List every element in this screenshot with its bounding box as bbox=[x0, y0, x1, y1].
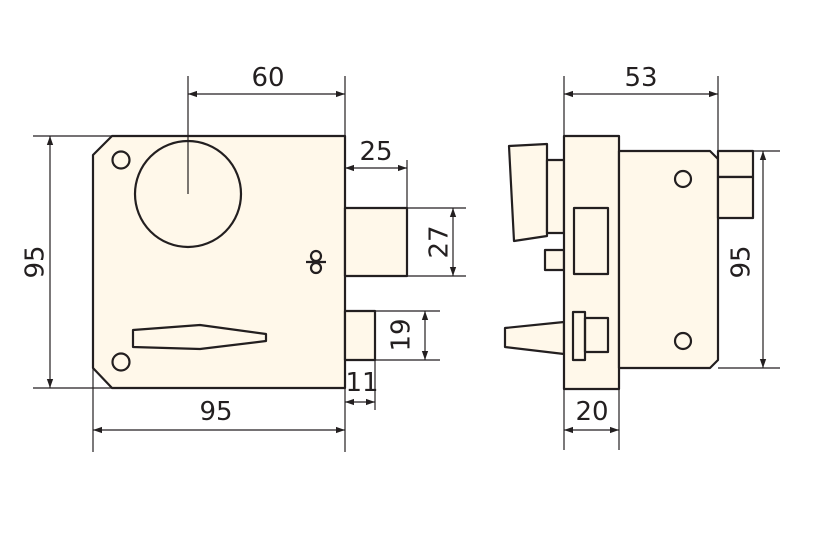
side-knob bbox=[507, 142, 549, 243]
side-hole-top bbox=[673, 169, 693, 189]
dim-front-latch-projection: 11 bbox=[344, 360, 379, 452]
dim-front-bolt-projection: 25 bbox=[345, 137, 408, 208]
dim-front-top-width: 60 bbox=[187, 63, 346, 194]
dim-side-base-depth: 20 bbox=[563, 368, 620, 450]
dim-front-latch-height: 19 bbox=[375, 310, 440, 361]
dim-side-depth: 53 bbox=[563, 63, 719, 151]
side-bolt-slot bbox=[572, 206, 610, 276]
dim-side-height: 95 bbox=[718, 150, 780, 369]
side-hole-bottom bbox=[673, 331, 693, 351]
handle-lever bbox=[131, 323, 268, 351]
latch bbox=[343, 309, 377, 362]
dim-front-latch-height-label: 19 bbox=[387, 318, 417, 351]
side-strike-upper bbox=[716, 149, 755, 179]
dim-side-depth-label: 53 bbox=[624, 63, 657, 93]
dim-side-base-depth-label: 20 bbox=[575, 397, 608, 427]
keyhole-icon bbox=[306, 249, 326, 275]
dim-front-width-label: 95 bbox=[199, 397, 232, 427]
dim-front-bolt-height-label: 27 bbox=[425, 225, 455, 258]
dim-front-bolt-height: 27 bbox=[407, 207, 466, 277]
dim-front-latch-projection-label: 11 bbox=[345, 368, 378, 398]
side-latch-mechanism bbox=[571, 310, 610, 362]
side-strike-lower bbox=[716, 175, 755, 220]
mounting-hole-top bbox=[111, 150, 131, 170]
side-knob-stem bbox=[545, 158, 566, 235]
dim-front-width: 95 bbox=[92, 368, 345, 452]
dim-front-height-label: 95 bbox=[21, 245, 51, 278]
deadbolt bbox=[343, 206, 409, 278]
dim-front-top-width-label: 60 bbox=[251, 63, 284, 93]
side-view: 53 95 20 bbox=[503, 63, 780, 450]
side-handle bbox=[503, 320, 566, 356]
side-case bbox=[617, 149, 720, 370]
mounting-hole-bottom bbox=[111, 352, 131, 372]
dim-side-height-label: 95 bbox=[727, 245, 757, 278]
dim-front-height: 95 bbox=[21, 135, 112, 389]
front-view: 60 25 27 95 19 bbox=[21, 63, 466, 452]
dim-front-bolt-projection-label: 25 bbox=[359, 137, 392, 167]
side-pin bbox=[543, 248, 566, 272]
